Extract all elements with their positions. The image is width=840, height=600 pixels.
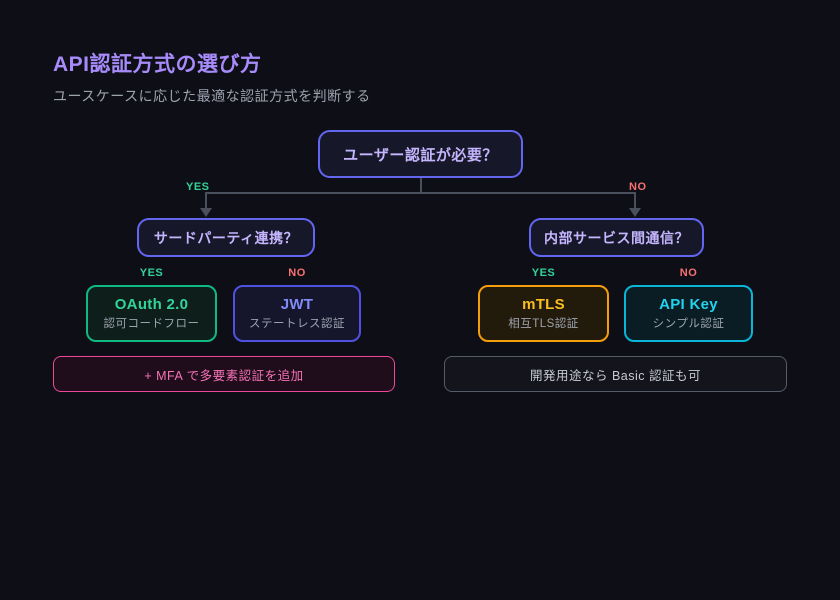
leaf-title-mtls: mTLS [522, 296, 565, 313]
note-basic-auth: 開発用途なら Basic 認証も可 [444, 356, 787, 392]
leaf-subtitle-jwt: ステートレス認証 [249, 318, 345, 330]
arrow-down-icon [629, 208, 641, 217]
note-mfa-label: + MFA で多要素認証を追加 [144, 368, 304, 383]
question-node-third-party: サードパーティ連携？ [137, 218, 315, 257]
connector-drop-right [634, 192, 636, 209]
arrow-down-icon [200, 208, 212, 217]
connector-root-stub [420, 178, 422, 193]
branch-label-no: NO [288, 267, 306, 279]
branch-label-yes: YES [139, 267, 164, 279]
connector-horizontal [205, 192, 636, 194]
leaf-subtitle-api-key: シンプル認証 [652, 318, 725, 330]
leaf-node-jwt: JWT ステートレス認証 [233, 285, 361, 342]
branch-label-yes: YES [186, 181, 210, 193]
leaf-subtitle-oauth: 認可コードフロー [103, 318, 200, 330]
branch-label-yes: YES [531, 267, 556, 279]
leaf-subtitle-mtls: 相互TLS認証 [508, 318, 579, 330]
page-title: API認証方式の選び方 [53, 53, 262, 76]
note-basic-auth-label: 開発用途なら Basic 認証も可 [529, 368, 701, 383]
question-node-internal-service: 内部サービス間通信？ [529, 218, 704, 257]
branch-label-no: NO [679, 267, 698, 279]
leaf-title-jwt: JWT [280, 296, 314, 313]
question-label-internal-service: 内部サービス間通信？ [544, 229, 689, 246]
question-label-third-party: サードパーティ連携？ [153, 229, 299, 246]
connector-drop-left [205, 192, 207, 209]
page-subtitle: ユースケースに応じた最適な認証方式を判断する [53, 88, 371, 104]
leaf-title-api-key: API Key [659, 296, 718, 313]
leaf-title-oauth: OAuth 2.0 [114, 296, 189, 313]
leaf-node-api-key: API Key シンプル認証 [624, 285, 753, 342]
branch-label-no: NO [629, 181, 647, 193]
leaf-node-oauth: OAuth 2.0 認可コードフロー [86, 285, 217, 342]
root-question-label: ユーザー認証が必要？ [343, 146, 498, 164]
leaf-node-mtls: mTLS 相互TLS認証 [478, 285, 609, 342]
note-mfa: + MFA で多要素認証を追加 [53, 356, 395, 392]
root-question-node: ユーザー認証が必要？ [318, 130, 523, 178]
